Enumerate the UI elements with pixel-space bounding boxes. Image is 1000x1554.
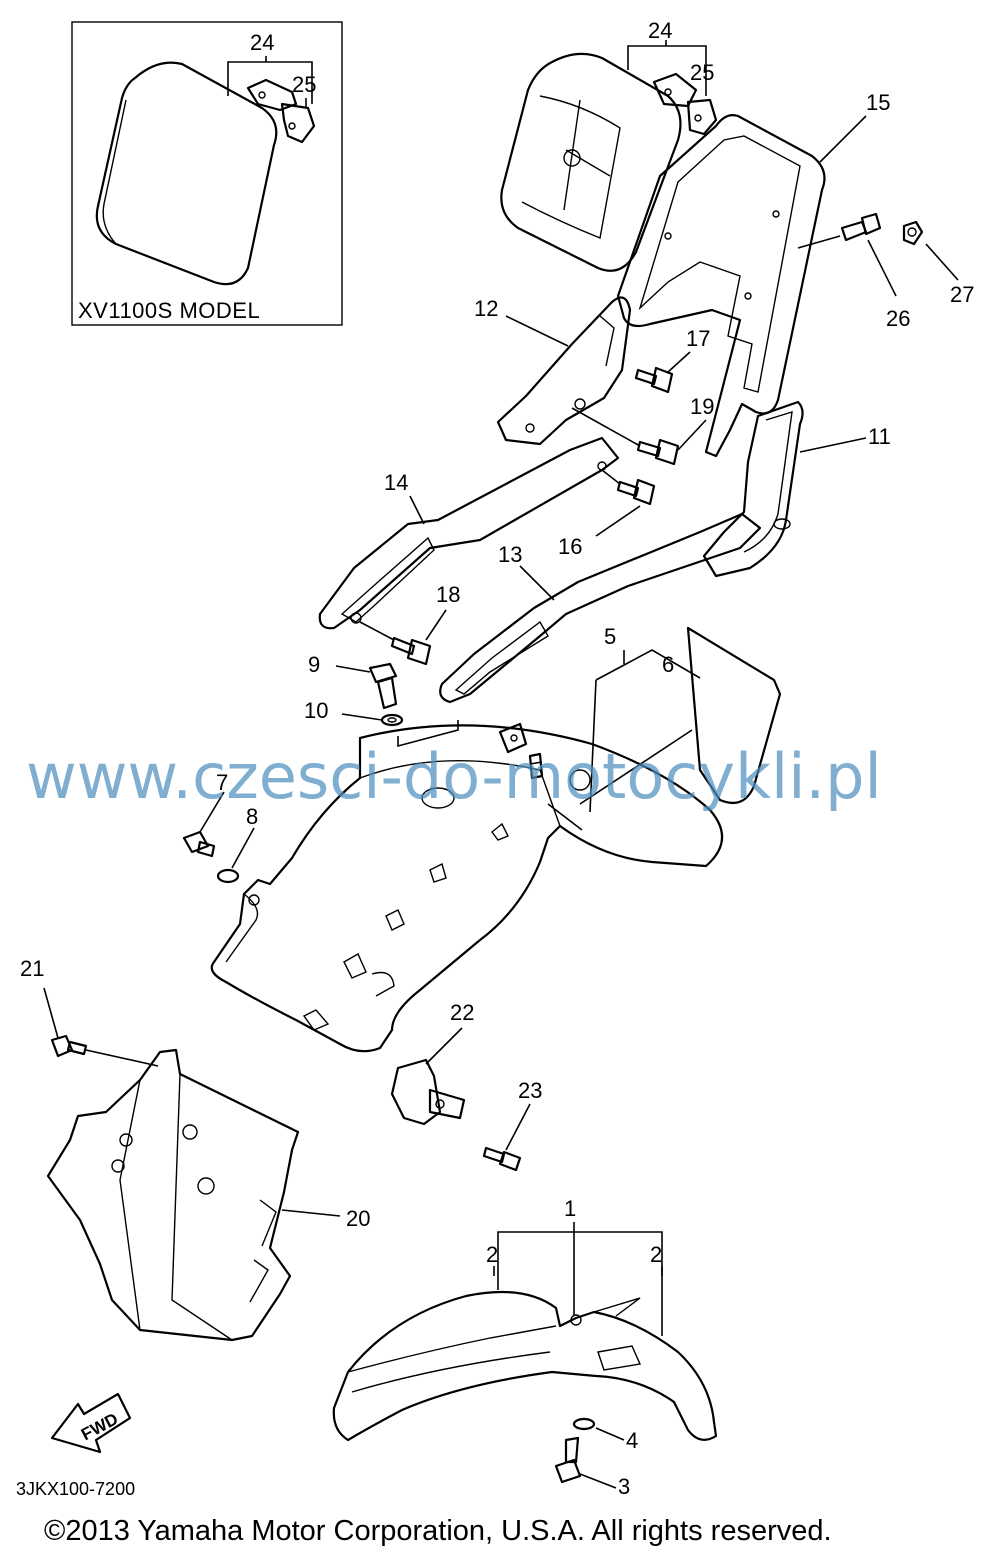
- callout-14: 14: [384, 470, 408, 495]
- callout-24: 24: [648, 18, 672, 43]
- callout-27: 27: [950, 282, 974, 307]
- callout-6: 6: [662, 652, 674, 677]
- inset-bracket-24-25: [246, 78, 316, 144]
- callout-18: 18: [436, 582, 460, 607]
- copyright-notice: ©2013 Yamaha Motor Corporation, U.S.A. A…: [44, 1515, 832, 1547]
- side-bracket-right: [702, 400, 804, 578]
- grab-bar-right: [439, 512, 762, 704]
- callout-10: 10: [304, 698, 328, 723]
- inset-model-label: XV1100S MODEL: [78, 298, 260, 323]
- pad-6: [686, 626, 782, 804]
- callout-25-inset: 25: [292, 72, 316, 97]
- fwd-arrow-icon: FWD: [50, 1392, 132, 1454]
- bolt-19: [636, 438, 680, 466]
- inset-xv1100s: 24 25 XV1100S MODEL: [71, 21, 343, 326]
- callout-12: 12: [474, 296, 498, 321]
- diagram-code: 3JKX100-7200: [16, 1479, 135, 1499]
- callout-13: 13: [498, 542, 522, 567]
- callout-21: 21: [20, 956, 44, 981]
- inset-frame: [71, 21, 343, 326]
- callout-25: 25: [690, 60, 714, 85]
- callout-26: 26: [886, 306, 910, 331]
- callout-2-left: 2: [486, 1242, 498, 1267]
- backrest-pad: [500, 52, 682, 272]
- bolt-23: [482, 1146, 522, 1172]
- bolt-9: [368, 662, 398, 710]
- callout-23: 23: [518, 1078, 542, 1103]
- washer-10: [380, 713, 404, 727]
- callout-2-right: 2: [650, 1242, 662, 1267]
- callout-22: 22: [450, 1000, 474, 1025]
- backrest-frame: [616, 114, 826, 458]
- side-cover: [46, 1048, 300, 1342]
- callout-5: 5: [604, 624, 616, 649]
- bolt-26: [840, 212, 882, 242]
- bolt-17: [634, 366, 674, 394]
- callout-3: 3: [618, 1474, 630, 1499]
- bolt-18: [390, 636, 432, 666]
- side-bracket-left: [496, 296, 632, 446]
- callout-4: 4: [626, 1428, 638, 1453]
- callout-16: 16: [558, 534, 582, 559]
- front-fender: [332, 1290, 718, 1442]
- callout-19: 19: [690, 394, 714, 419]
- callout-20: 20: [346, 1206, 370, 1231]
- callout-7: 7: [216, 770, 228, 795]
- bracket-24-25: [652, 72, 718, 136]
- bolt-21: [50, 1034, 88, 1058]
- bolt-7: [182, 830, 216, 858]
- washer-4: [572, 1417, 596, 1431]
- rear-fender: [210, 722, 724, 1053]
- grab-bar-left: [318, 436, 620, 630]
- callout-8: 8: [246, 804, 258, 829]
- callout-1: 1: [564, 1196, 576, 1221]
- washer-8: [216, 868, 240, 884]
- callout-9: 9: [308, 652, 320, 677]
- inset-backrest-pad: [95, 61, 278, 286]
- nut-27: [902, 220, 924, 246]
- watermark-url: www.czesci-do-motocykli.pl: [26, 740, 882, 813]
- bolt-16: [616, 478, 656, 506]
- bolt-3: [554, 1436, 582, 1484]
- callout-15: 15: [866, 90, 890, 115]
- callout-17: 17: [686, 326, 710, 351]
- callout-11: 11: [868, 424, 891, 449]
- clamp-22: [390, 1058, 466, 1126]
- callout-24-inset: 24: [250, 30, 274, 55]
